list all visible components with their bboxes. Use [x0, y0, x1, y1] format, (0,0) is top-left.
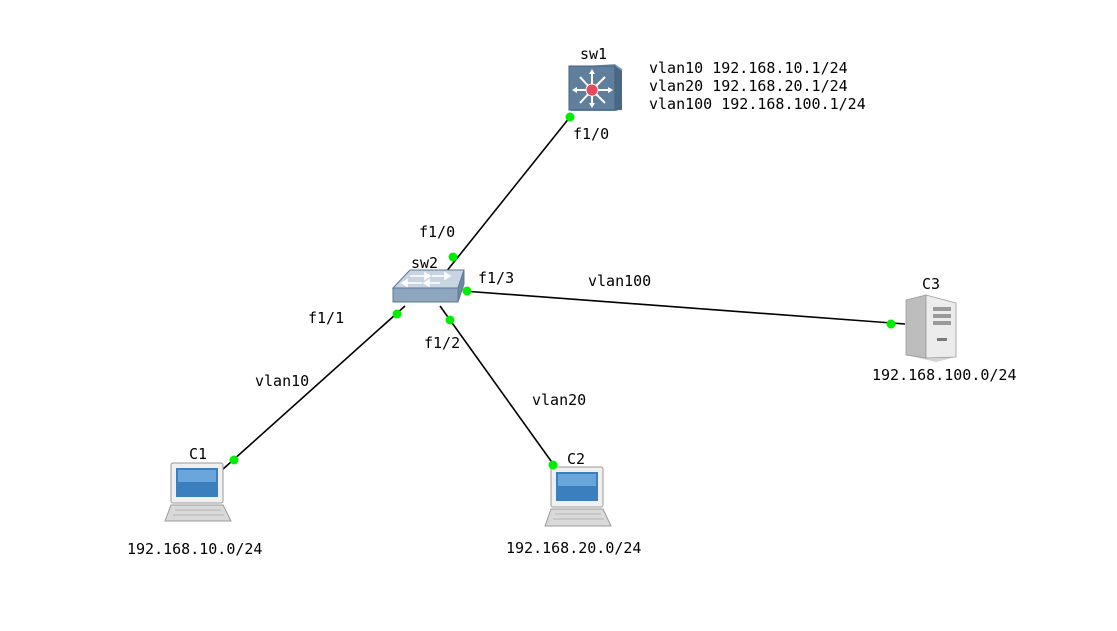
laptop-icon[interactable]	[544, 466, 612, 527]
link-sw1-sw2[interactable]	[445, 116, 571, 273]
links	[221, 116, 906, 471]
port-dot[interactable]	[445, 315, 455, 325]
subnet-label-c3: 192.168.100.0/24	[872, 366, 1017, 384]
port-dot[interactable]	[392, 309, 402, 319]
port-label-sw1-f1-0: f1/0	[573, 125, 610, 143]
link-label-vlan20: vlan20	[532, 391, 587, 409]
port-dots	[229, 112, 896, 470]
port-label-sw2-f1-3: f1/3	[478, 269, 515, 287]
device-label-sw1: sw1	[580, 45, 608, 63]
link-label-vlan100: vlan100	[588, 272, 652, 290]
layer3-center-icon	[585, 83, 599, 97]
port-dot[interactable]	[548, 460, 558, 470]
device-label-c2: C2	[567, 450, 586, 468]
device-label-c3: C3	[922, 275, 941, 293]
port-dot[interactable]	[229, 455, 239, 465]
subnet-label-c2: 192.168.20.0/24	[506, 539, 642, 557]
link-sw2-c1[interactable]	[221, 305, 406, 471]
link-sw2-c2[interactable]	[439, 305, 557, 469]
subnet-label-c1: 192.168.10.0/24	[127, 540, 263, 558]
laptop-icon[interactable]	[164, 462, 232, 522]
layer3-switch-icon[interactable]	[568, 64, 622, 111]
port-dot[interactable]	[886, 319, 896, 329]
device-label-c1: C1	[189, 445, 208, 463]
port-label-sw2-f1-2: f1/2	[424, 334, 461, 352]
port-dot[interactable]	[462, 286, 472, 296]
link-label-vlan10: vlan10	[255, 372, 310, 390]
sw1-interface-vlan20: vlan20 192.168.20.1/24	[649, 77, 848, 95]
port-dot[interactable]	[565, 112, 575, 122]
device-label-sw2: sw2	[411, 254, 439, 272]
port-label-sw2-f1-1: f1/1	[308, 309, 345, 327]
sw1-interface-vlan100: vlan100 192.168.100.1/24	[649, 95, 866, 113]
port-dot[interactable]	[448, 252, 458, 262]
server-icon[interactable]	[905, 294, 957, 362]
port-label-sw2-f1-0: f1/0	[419, 223, 456, 241]
sw1-interface-vlan10: vlan10 192.168.10.1/24	[649, 59, 848, 77]
link-sw2-c3[interactable]	[462, 290, 906, 325]
layer2-switch-icon[interactable]	[391, 269, 465, 303]
